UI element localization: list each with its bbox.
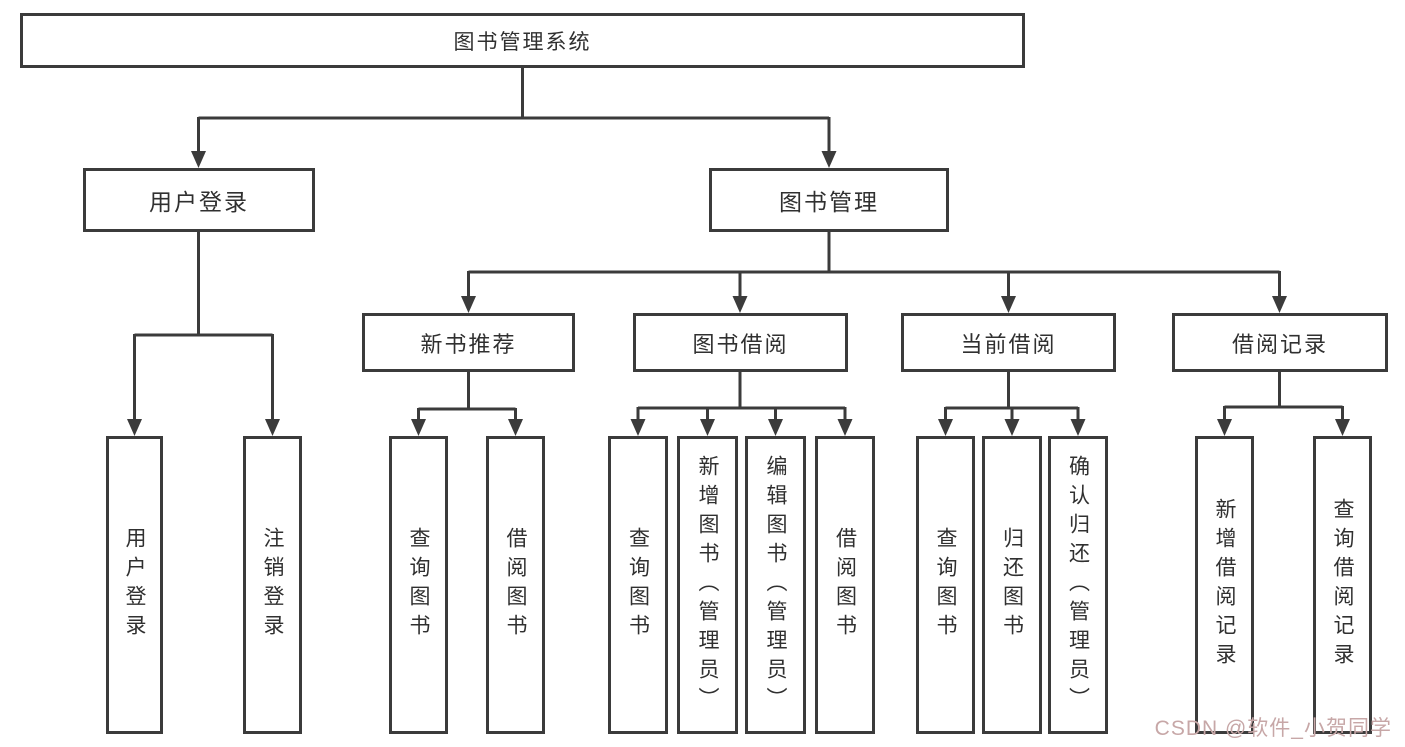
node-current-borrowing: 当前借阅 <box>901 313 1116 372</box>
node-current-confirm-return-admin: 确认归还（管理员） <box>1048 436 1108 734</box>
node-current-return-books: 归还图书 <box>982 436 1042 734</box>
node-book-management-branch: 图书管理 <box>709 168 949 232</box>
node-records-add-record: 新增借阅记录 <box>1195 436 1254 734</box>
node-user-login-branch: 用户登录 <box>83 168 315 232</box>
watermark: CSDN @软件_小贺同学 <box>1154 717 1392 740</box>
node-recommend-borrow-books: 借阅图书 <box>486 436 545 734</box>
node-borrowing-borrow-books: 借阅图书 <box>815 436 875 734</box>
node-recommend-query-books: 查询图书 <box>389 436 448 734</box>
node-borrowing-records: 借阅记录 <box>1172 313 1388 372</box>
node-book-borrowing: 图书借阅 <box>633 313 848 372</box>
node-library-system: 图书管理系统 <box>20 13 1025 68</box>
node-records-query-record: 查询借阅记录 <box>1313 436 1372 734</box>
node-logout-leaf: 注销登录 <box>243 436 302 734</box>
node-current-query-books: 查询图书 <box>916 436 975 734</box>
node-borrowing-query-books: 查询图书 <box>608 436 668 734</box>
arrowheads <box>127 151 1350 436</box>
node-new-book-recommendation: 新书推荐 <box>362 313 575 372</box>
node-borrowing-edit-books-admin: 编辑图书（管理员） <box>745 436 806 734</box>
node-user-login-leaf: 用户登录 <box>106 436 163 734</box>
node-borrowing-add-books-admin: 新增图书（管理员） <box>677 436 738 734</box>
